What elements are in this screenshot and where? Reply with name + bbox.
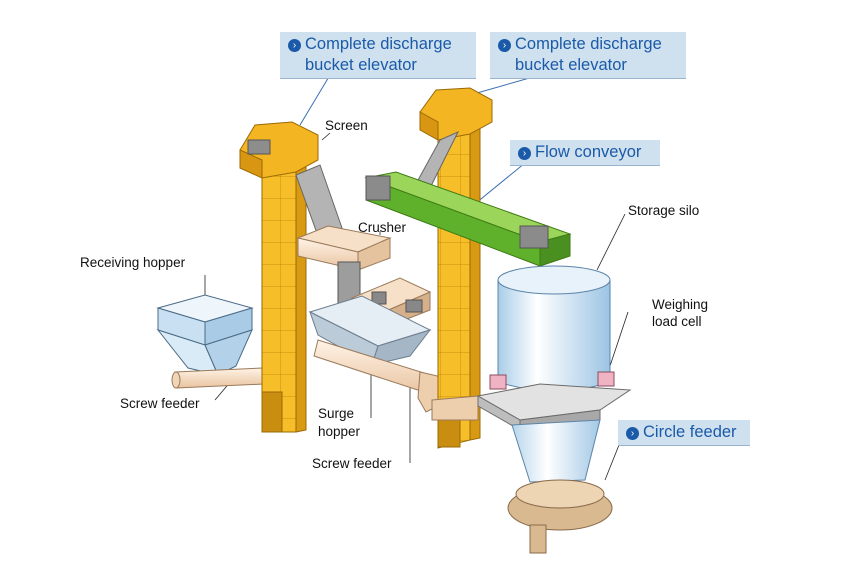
flow-conveyor [364,171,572,267]
label-surge: Surge [318,406,355,421]
arrow-circle-icon: › [518,147,531,160]
label-crusher: Crusher [358,220,407,235]
label-weighing: Weighing [652,297,709,312]
callout-elevator-right: ›Complete discharge bucket elevator [490,32,686,79]
label-screw-feeder-bottom: Screw feeder [312,456,392,471]
label-screw-feeder-left: Screw feeder [120,396,200,411]
callout-flow-conveyor: ›Flow conveyor [510,140,660,166]
arrow-circle-icon: › [288,39,301,52]
label-receiving-hopper: Receiving hopper [80,255,186,270]
chute-to-screen [295,164,343,237]
arrow-circle-icon: › [498,39,511,52]
receiving-hopper [156,294,254,376]
bucket-elevator-left [239,121,319,433]
arrow-circle-icon: › [626,427,639,440]
label-hopper: hopper [318,424,361,439]
callout-circle-feeder: ›Circle feeder [618,420,750,446]
label-load-cell: load cell [652,314,702,329]
screw-feeder-bottom-pipe [313,339,447,413]
storage-silo [497,265,611,392]
callout-elevator-left: ›Complete discharge bucket elevator [280,32,476,79]
label-screen: Screen [325,118,368,133]
label-storage-silo: Storage silo [628,203,700,218]
circle-feeder [507,479,613,554]
silo-cone [511,419,601,483]
screw-feeder-left-pipe [171,367,265,389]
